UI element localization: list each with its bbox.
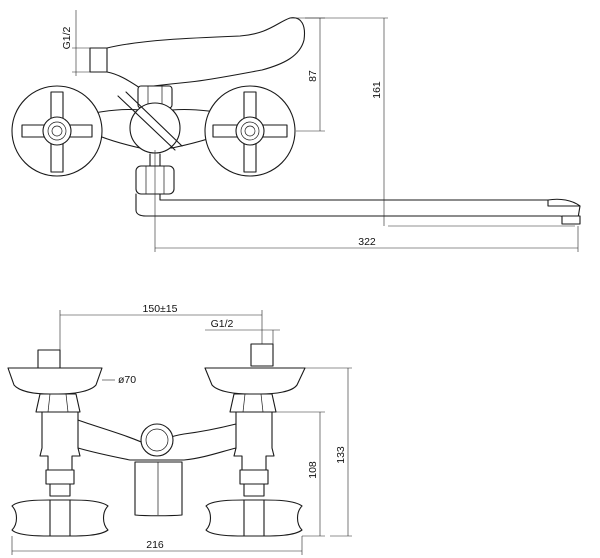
right-cross-handle [212, 91, 288, 173]
left-cross-handle [21, 91, 93, 173]
dim-108-label: 108 [307, 461, 319, 479]
right-valve-body [233, 411, 275, 471]
dim-133-label: 133 [335, 446, 347, 464]
dimension-labels: G1/2 87 161 322 150±15 G1/2 ø70 108 133 … [61, 26, 383, 551]
left-inlet-stub [37, 349, 61, 369]
front-view [7, 310, 352, 555]
dim-161-label: 161 [371, 81, 383, 99]
dim-87-label: 87 [307, 70, 319, 82]
front-thread-label: G1/2 [211, 318, 234, 330]
lever-handle [106, 17, 306, 89]
right-flange-profile [204, 367, 306, 395]
top-view [11, 10, 581, 252]
left-flange-profile [7, 367, 103, 395]
left-hex-nut [35, 393, 81, 413]
left-handle-front [11, 469, 109, 537]
right-inlet-stub [250, 343, 274, 367]
left-valve-body [39, 411, 81, 471]
right-hex-nut [229, 393, 277, 413]
center-lever-a [117, 95, 176, 151]
spout [135, 193, 581, 219]
dim-216-label: 216 [146, 539, 164, 551]
dia-70-label: ø70 [118, 374, 136, 386]
center-knob [129, 102, 181, 154]
inlet-stub [89, 47, 108, 73]
right-handle-front [205, 469, 303, 537]
dim-150-label: 150±15 [143, 303, 178, 315]
spout-tip [561, 215, 581, 225]
front-outlet [134, 461, 183, 517]
top-thread-label: G1/2 [61, 26, 73, 49]
center-lever-b [125, 91, 183, 147]
dim-322-label: 322 [358, 236, 376, 248]
